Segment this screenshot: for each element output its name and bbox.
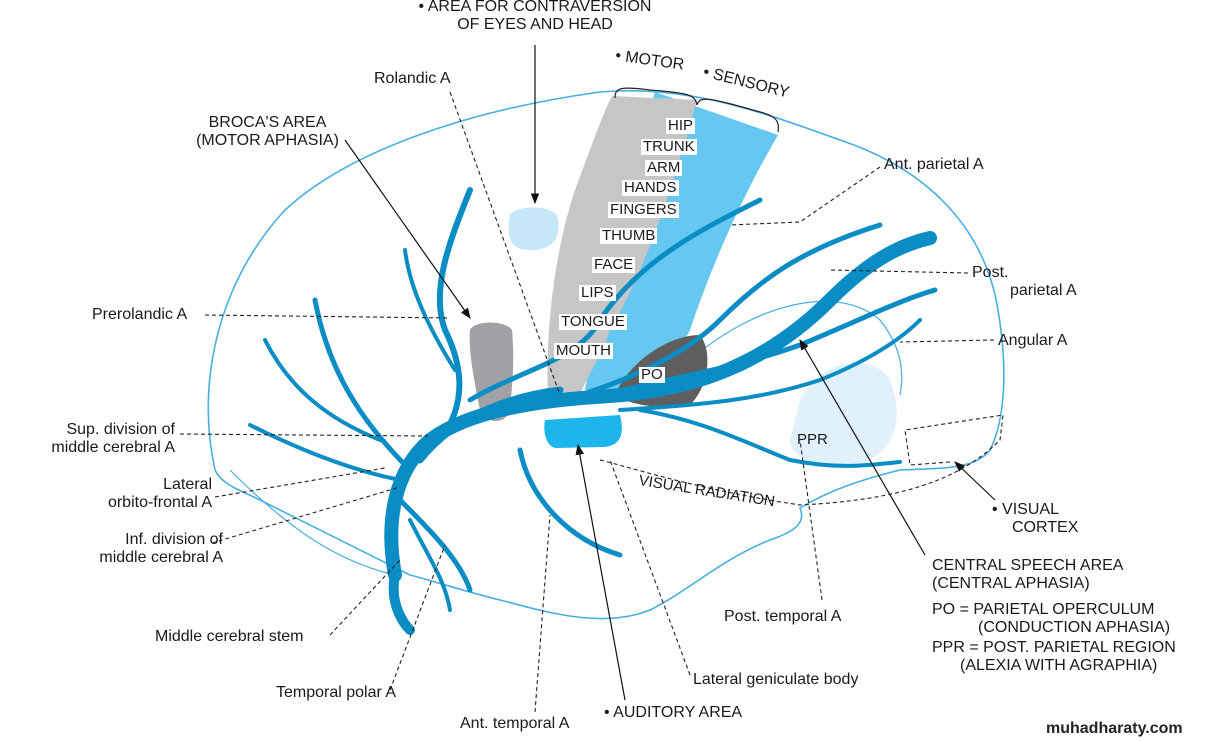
body-part-tongue: TONGUE	[559, 313, 627, 330]
body-part-mouth: MOUTH	[554, 342, 613, 359]
temporal-polar-a-label: Temporal polar A	[276, 684, 397, 701]
broca-label: BROCA'S AREA (MOTOR APHASIA)	[175, 114, 360, 150]
inf-division-line2: middle cerebral A	[99, 549, 223, 566]
ppr-definition: PPR = POST. PARIETAL REGION (ALEXIA WITH…	[932, 639, 1176, 675]
ppr-definition-line1: PPR = POST. PARIETAL REGION	[932, 639, 1176, 656]
central-speech-line2: (CENTRAL APHASIA)	[932, 575, 1090, 592]
contraversion-label: • AREA FOR CONTRAVERSION OF EYES AND HEA…	[390, 0, 680, 34]
sup-division-label: Sup. division of middle cerebral A	[40, 421, 175, 457]
po-definition: PO = PARIETAL OPERCULUM (CONDUCTION APHA…	[932, 601, 1170, 637]
sylvian-line	[689, 300, 903, 396]
leader-lines	[179, 91, 1004, 713]
body-part-trunk: TRUNK	[641, 138, 697, 155]
ppr-label: PPR	[797, 431, 828, 448]
angular-a-label: Angular A	[998, 332, 1068, 349]
post-parietal-line1: Post.	[972, 264, 1009, 281]
ant-temporal-a-label: Ant. temporal A	[460, 715, 570, 732]
inf-division-label: Inf. division of middle cerebral A	[70, 531, 223, 567]
middle-cerebral-stem-label: Middle cerebral stem	[155, 628, 304, 645]
post-parietal-label: Post. parietal A	[972, 264, 1077, 300]
sup-division-line1: Sup. division of	[66, 421, 175, 438]
broca-label-line2: (MOTOR APHASIA)	[196, 132, 339, 149]
contraversion-label-line1: • AREA FOR CONTRAVERSION	[418, 0, 652, 15]
ant-parietal-a-label: Ant. parietal A	[884, 156, 984, 173]
auditory-area-label: • AUDITORY AREA	[604, 704, 743, 721]
body-part-hip: HIP	[666, 117, 696, 134]
body-part-hands: HANDS	[622, 179, 679, 196]
arrows	[344, 45, 996, 701]
body-part-face: FACE	[592, 256, 636, 273]
post-temporal-a-label: Post. temporal A	[724, 608, 842, 625]
sup-division-line2: middle cerebral A	[51, 439, 175, 456]
visual-cortex-line1: • VISUAL	[992, 501, 1059, 518]
po-definition-line2: (CONDUCTION APHASIA)	[978, 619, 1171, 636]
body-part-arm: ARM	[645, 159, 683, 176]
ppr-definition-line2: (ALEXIA WITH AGRAPHIA)	[960, 657, 1158, 674]
body-part-lips: LIPS	[579, 284, 616, 301]
po-label: PO	[639, 366, 665, 383]
central-speech-line1: CENTRAL SPEECH AREA	[932, 557, 1124, 574]
brain-outline	[207, 89, 1005, 620]
visual-cortex-line2: CORTEX	[1012, 519, 1079, 536]
body-part-fingers: FINGERS	[608, 201, 679, 218]
inf-division-line1: Inf. division of	[125, 531, 223, 548]
lateral-geniculate-label: Lateral geniculate body	[693, 671, 859, 688]
body-part-thumb: THUMB	[600, 227, 658, 244]
central-speech-label: CENTRAL SPEECH AREA (CENTRAL APHASIA)	[932, 557, 1123, 593]
auditory-area	[544, 415, 622, 448]
contraversion-area	[508, 207, 559, 251]
lateral-orbitofrontal-line2: orbito-frontal A	[107, 494, 212, 511]
broca-label-line1: BROCA'S AREA	[208, 114, 327, 131]
visual-cortex-label: • VISUAL CORTEX	[992, 501, 1078, 537]
po-definition-line1: PO = PARIETAL OPERCULUM	[932, 601, 1155, 618]
watermark: muhadharaty.com	[1046, 720, 1183, 737]
prerolandic-a-label: Prerolandic A	[92, 306, 188, 323]
lateral-orbitofrontal-line1: Lateral	[163, 476, 212, 493]
rolandic-a-label: Rolandic A	[374, 70, 451, 87]
contraversion-label-line2: OF EYES AND HEAD	[457, 16, 613, 33]
lateral-orbitofrontal-label: Lateral orbito-frontal A	[80, 476, 212, 512]
motor-sensory-bracket	[614, 87, 780, 133]
post-parietal-line2: parietal A	[1010, 282, 1077, 299]
frontal-base-line	[229, 469, 396, 576]
